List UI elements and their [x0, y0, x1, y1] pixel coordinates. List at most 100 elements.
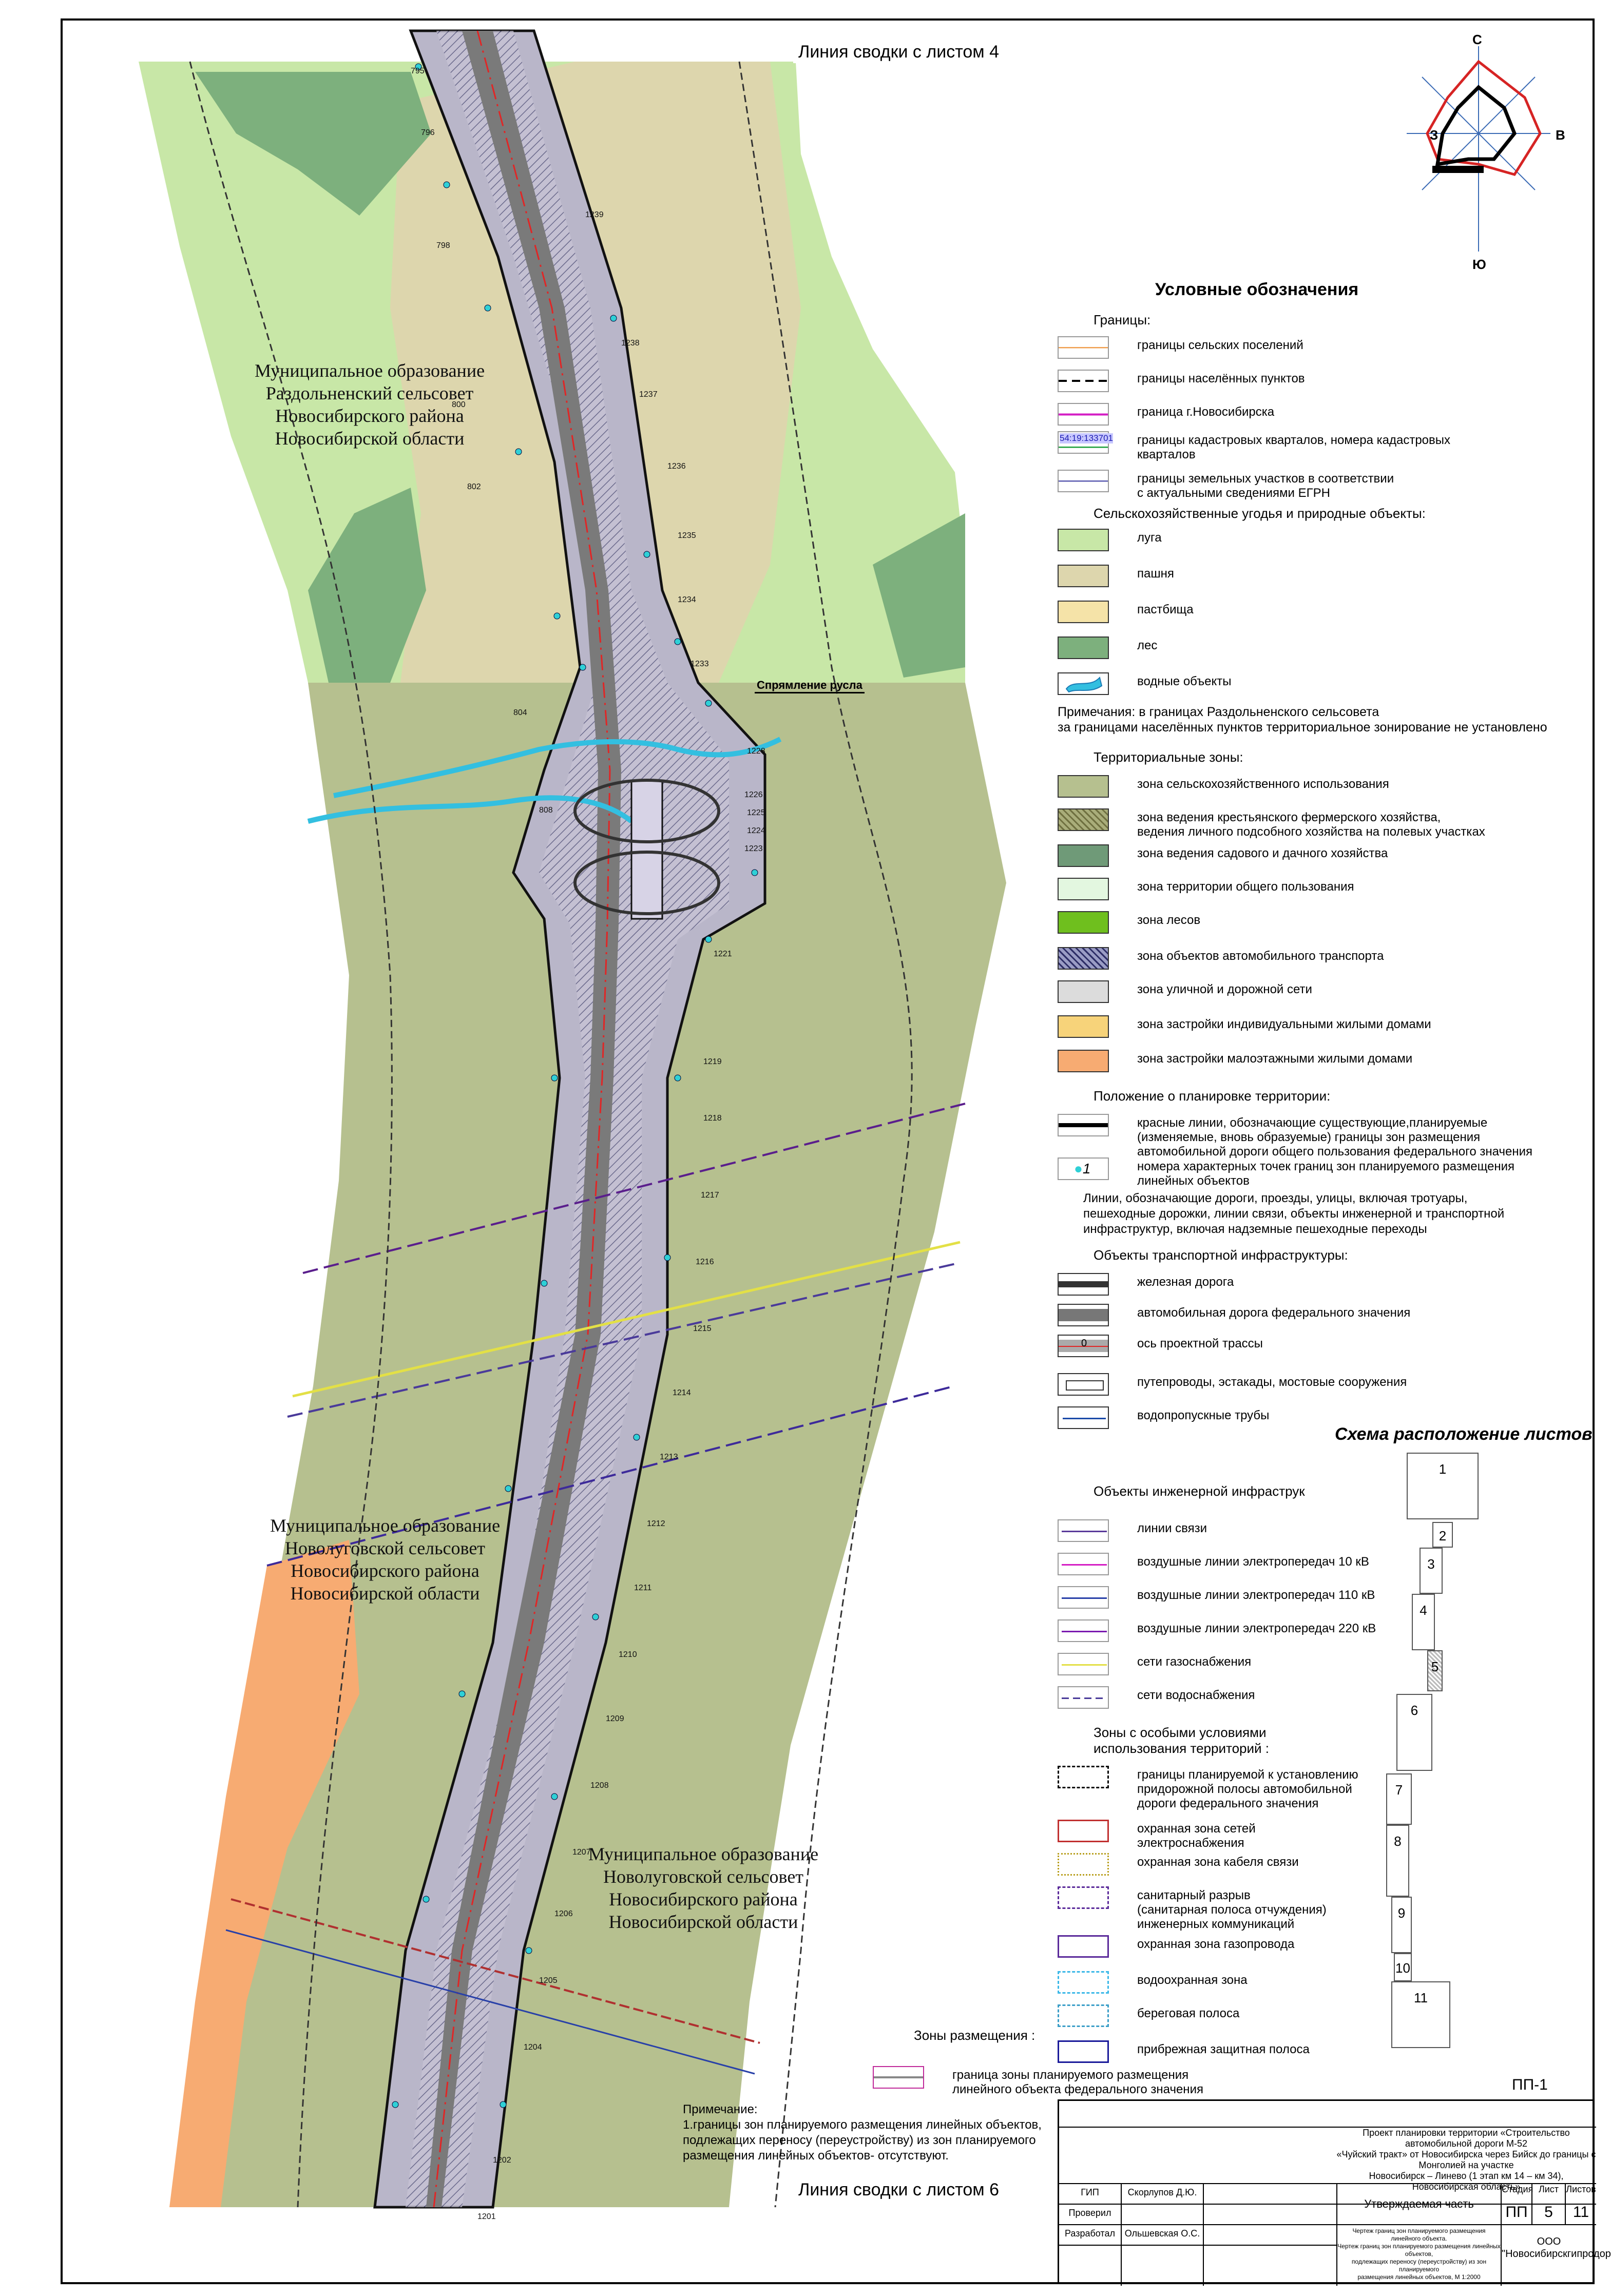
mo-line: Новосибирской области: [275, 428, 465, 449]
picket-label: 1219: [703, 1057, 722, 1066]
stamp-role: Разработал: [1065, 2228, 1115, 2239]
schema-sheet-box: 1: [1407, 1453, 1479, 1519]
legend-zone-item-symbol: [1058, 808, 1109, 831]
picket-label: 1201: [477, 2212, 496, 2221]
characteristic-point: [551, 1074, 558, 1082]
legend-border-item-symbol: [1058, 470, 1109, 492]
legend-engineering-item-symbol: [1058, 1519, 1109, 1542]
interchange-ramp: [573, 851, 720, 915]
sheet-code: ПП-1: [1512, 2076, 1548, 2093]
picket-label: 796: [421, 128, 435, 137]
picket-label: 1209: [606, 1714, 624, 1723]
legend-special-item-symbol: [1058, 1766, 1109, 1788]
legend-transport-item-label: путепроводы, эстакады, мостовые сооружен…: [1137, 1375, 1407, 1389]
legend-special-item-label: водоохранная зона: [1137, 1973, 1248, 1987]
rural-settlement-border: [738, 61, 913, 2208]
river: [307, 737, 782, 824]
legend-special-item-symbol: [1058, 1971, 1109, 1994]
stamp-sheets-label: Листов: [1566, 2184, 1596, 2194]
legend-agri-item-label: пашня: [1137, 567, 1174, 581]
legend-zone-item-symbol: [1058, 947, 1109, 970]
legend-agri-item: пастбища: [1058, 601, 1591, 627]
compass-south: Ю: [1472, 257, 1486, 272]
picket-label: 1213: [660, 1453, 678, 1461]
picket-label: 1210: [619, 1650, 637, 1659]
legend-zone-item-symbol: [1058, 1015, 1109, 1038]
characteristic-point: [484, 304, 491, 312]
legend-zone-item-label: зона территории общего пользования: [1137, 880, 1354, 894]
characteristic-point: [541, 1280, 548, 1287]
point-sample-label: ●1: [1074, 1161, 1091, 1176]
road-hatch-area: [406, 31, 729, 2207]
legend-section-planning: Положение о планировке территории:: [1094, 1088, 1331, 1104]
legend-border-item-label: границы населённых пунктов: [1137, 372, 1305, 385]
low-rise-zone-area: [169, 1540, 359, 2207]
stamp-drawing: Чертеж границ зон планируемого размещени…: [1337, 2227, 1501, 2281]
picket-label: 800: [452, 400, 466, 409]
legend-special-item: береговая полоса: [1058, 2004, 1591, 2031]
legend-special-item-symbol: [1058, 1853, 1109, 1876]
agri-note: Примечания: в границах Раздольненского с…: [1058, 705, 1547, 735]
mo-line: Новолуговской сельсовет: [284, 1538, 486, 1558]
picket-label: 1208: [590, 1781, 609, 1790]
picket-label: 1239: [585, 210, 604, 219]
legend-border-item: границы населённых пунктов: [1058, 370, 1591, 396]
legend-transport-item: автомобильная дорога федерального значен…: [1058, 1304, 1591, 1330]
legend-engineering-item-symbol: [1058, 1553, 1109, 1575]
legend-red-line-item: красные линии, обозначающие существующие…: [1058, 1114, 1591, 1159]
legend-special-item-symbol: [1058, 1820, 1109, 1842]
stamp-role: Проверил: [1068, 2208, 1111, 2218]
bridge: [630, 779, 663, 920]
picket-label: 1202: [493, 2156, 511, 2165]
compass-west: З: [1430, 127, 1439, 143]
planning-note: Линии, обозначающие дороги, проезды, ули…: [1083, 1191, 1505, 1236]
legend-zone-item-symbol: [1058, 980, 1109, 1003]
legend-zone-item-label: зона уличной и дорожной сети: [1137, 982, 1312, 996]
picket-label: 1217: [701, 1191, 719, 1200]
legend-transport-item-label: ось проектной трассы: [1137, 1337, 1263, 1350]
legend-special-item-symbol: [1058, 1935, 1109, 1958]
schema-sheet-box: 8: [1386, 1825, 1409, 1897]
stamp-name: Скорлупов Д.Ю.: [1127, 2187, 1197, 2197]
legend-agri-item: водные объекты: [1058, 672, 1591, 699]
schema-sheet-box: 3: [1420, 1548, 1443, 1594]
legend-special-item-label: охранная зона кабеля связи: [1137, 1855, 1299, 1869]
legend-special-item-symbol: [1058, 2040, 1109, 2063]
legend-agri-item: луга: [1058, 529, 1591, 555]
stamp-sheets: 11: [1572, 2204, 1589, 2221]
legend-transport-item: водопропускные трубы: [1058, 1406, 1591, 1433]
power-line-10kv: [231, 1898, 760, 2044]
compass-east: В: [1556, 127, 1565, 143]
legend-zone-item-symbol: [1058, 1050, 1109, 1072]
stamp-company: ООО "Новосибирскгипродорнии": [1502, 2236, 1611, 2260]
picket-label: 1228: [747, 747, 765, 756]
power-line-110kv: [266, 1385, 955, 1567]
legend-red-line-item-symbol: [1058, 1114, 1109, 1136]
characteristic-point: [515, 448, 522, 455]
legend-special-item-label: охранная зона сетей электроснабжения: [1137, 1822, 1256, 1850]
gas-line: [292, 1241, 961, 1398]
legend-special-item-label: береговая полоса: [1137, 2006, 1240, 2020]
legend-zone-item-label: зона застройки малоэтажными жилыми домам…: [1137, 1052, 1413, 1066]
legend-zone-item: зона ведения крестьянского фермерского х…: [1058, 808, 1591, 839]
legend-border-item-symbol: 54:19:133701: [1058, 431, 1113, 454]
stamp-sheet-label: Лист: [1538, 2184, 1559, 2194]
legend-zone-item: зона застройки малоэтажными жилыми домам…: [1058, 1050, 1591, 1076]
characteristic-point: [505, 1485, 512, 1492]
legend-special-item-label: санитарный разрыв (санитарная полоса отч…: [1137, 1888, 1327, 1931]
legend-transport-item-label: автомобильная дорога федерального значен…: [1137, 1306, 1411, 1320]
legend-point-item-symbol: ●1: [1058, 1157, 1109, 1180]
legend-zone-item: зона застройки индивидуальными жилыми до…: [1058, 1015, 1591, 1042]
legend-section-engineering: Объекты инженерной инфраструк: [1094, 1483, 1305, 1499]
legend-zone-item-label: зона ведения садового и дачного хозяйств…: [1137, 846, 1388, 860]
picket-label: 795: [411, 67, 425, 75]
legend-transport-item-symbol: [1058, 1373, 1109, 1396]
water-object-icon: [1065, 676, 1103, 693]
legend-special-item-label: охранная зона газопровода: [1137, 1937, 1295, 1951]
join-line-label-bottom: Линия сводки с листом 6: [793, 2179, 1005, 2201]
legend-engineering-item-label: воздушные линии электропередач 110 кВ: [1137, 1588, 1375, 1602]
stamp-stage: ПП: [1505, 2204, 1528, 2221]
legend-border-item-label: границы земельных участков в соответстви…: [1137, 472, 1394, 500]
